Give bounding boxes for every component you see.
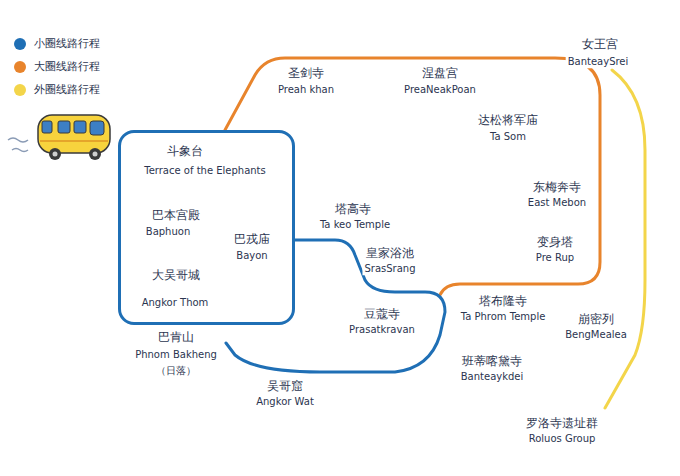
place-name-english: Phnom Bakheng xyxy=(133,349,219,361)
legend-text: 大圈线路行程 xyxy=(34,59,100,74)
place-name-english: Baphuon xyxy=(144,226,192,238)
place-name-english: SrasSrang xyxy=(362,263,417,275)
place-name-chinese: 吴哥窟 xyxy=(265,380,305,394)
place-name-chinese: 塔高寺 xyxy=(333,203,373,217)
place-name-english: Preah khan xyxy=(276,84,336,96)
place-name-english: Angkor Wat xyxy=(254,396,316,408)
place-name-chinese: 达松将军庙 xyxy=(476,114,540,128)
legend-swatch xyxy=(14,84,26,96)
bus-illustration xyxy=(8,115,110,160)
legend-text: 小圈线路行程 xyxy=(34,36,100,51)
place-name-english: Prasatkravan xyxy=(347,324,417,336)
place-name-chinese: 涅盘宫 xyxy=(420,67,460,81)
legend-entry: 小圈线路行程 xyxy=(14,36,100,51)
big-route-line xyxy=(225,58,600,295)
place-name-chinese: 罗洛寺遗址群 xyxy=(524,417,600,431)
place-name-chinese: 巴肯山 xyxy=(156,331,196,345)
place-name-english: Bayon xyxy=(234,250,269,262)
place-name-english: Ta Phrom Temple xyxy=(459,311,548,323)
place-name-english: East Mebon xyxy=(526,197,588,209)
legend-text: 外圈线路行程 xyxy=(34,82,100,97)
place-name-english: Pre Rup xyxy=(534,252,576,264)
place-name-chinese: 巴戎庙 xyxy=(232,233,272,247)
place-name: Angkor Thom xyxy=(140,297,211,309)
small-route-line xyxy=(226,240,445,372)
place-name-chinese: 圣剑寺 xyxy=(286,67,326,81)
place-name-chinese: 豆蔻寺 xyxy=(362,308,402,322)
place-name-chinese: 女王宫 xyxy=(580,38,620,52)
legend-swatch xyxy=(14,38,26,50)
place-name-chinese: 变身塔 xyxy=(535,236,575,250)
place-name-english: Terrace of the Elephants xyxy=(142,165,268,177)
place-name-chinese: 塔布隆寺 xyxy=(477,295,529,309)
place-name-chinese: 斗象台 xyxy=(165,145,205,159)
place-name-chinese: 皇家浴池 xyxy=(364,247,416,261)
place-name-english: Ta keo Temple xyxy=(318,219,392,231)
place-name-english: Roluos Group xyxy=(527,433,598,445)
legend-entry: 外圈线路行程 xyxy=(14,82,100,97)
legend-entry: 大圈线路行程 xyxy=(14,59,100,74)
place-name-chinese: 巴本宫殿 xyxy=(150,209,202,223)
place-name-english: Ta Som xyxy=(488,131,528,143)
place-name-english: BanteaySrei xyxy=(566,56,631,68)
place-name-chinese: 东梅奔寺 xyxy=(531,181,583,195)
place-name-english: BengMealea xyxy=(563,329,629,341)
outer-route-line xyxy=(605,70,645,408)
place-name-chinese: 班蒂喀黛寺 xyxy=(460,355,524,369)
place-name: 大吴哥城 xyxy=(150,269,202,283)
place-name-chinese: 崩密列 xyxy=(576,313,616,327)
legend-swatch xyxy=(14,61,26,73)
place-name-english: （日落） xyxy=(154,365,198,377)
place-name-english: PreaNeakPoan xyxy=(402,84,478,96)
place-name-english: Banteaykdei xyxy=(459,371,526,383)
